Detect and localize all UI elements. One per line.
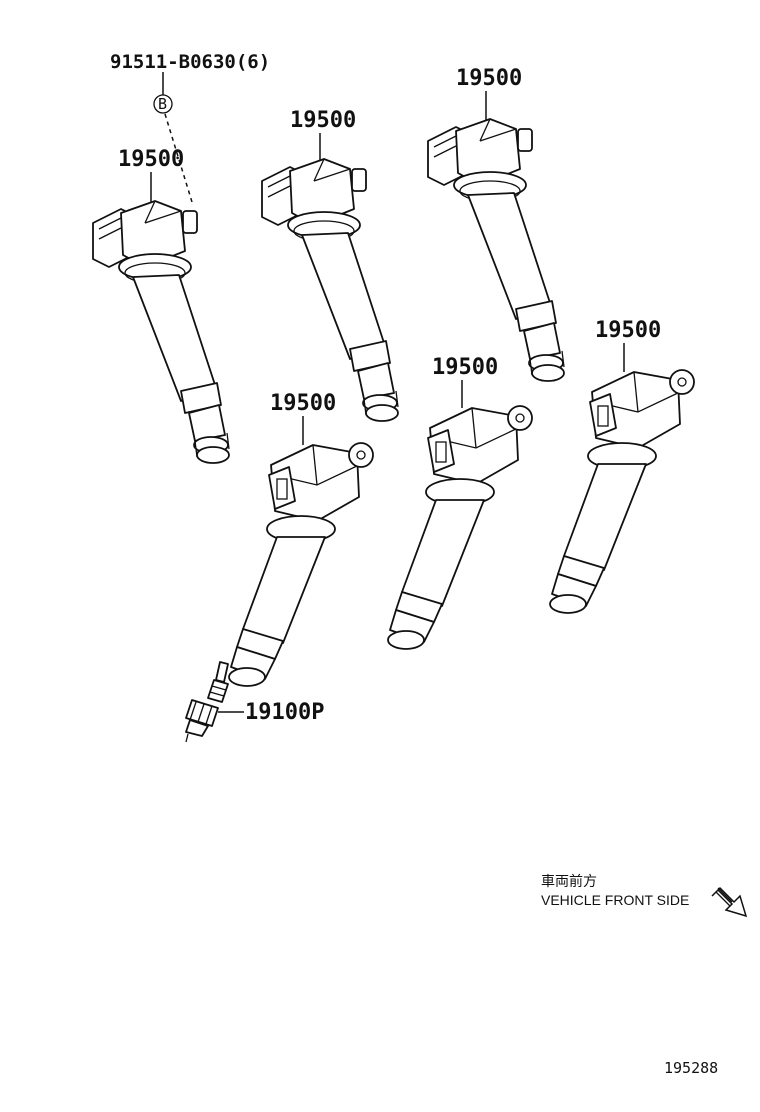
ignition-coil-bottom-right	[549, 369, 695, 614]
spark-plug-icon	[185, 661, 229, 743]
ignition-coil-bottom-left	[228, 442, 374, 687]
bolt-reference-marker	[153, 94, 173, 114]
coil-bottom-right-label: 19500	[595, 318, 661, 343]
coil-top-right-label: 19500	[456, 66, 522, 91]
coil-bottom-left-label: 19500	[270, 391, 336, 416]
figure-number: 195288	[664, 1059, 718, 1077]
bolt-reference-letter: B	[158, 95, 167, 113]
direction-japanese-label: 車両前方	[541, 873, 597, 889]
ignition-coil-top-left	[92, 200, 230, 464]
coil-bottom-mid-label: 19500	[432, 355, 498, 380]
direction-arrow-icon	[711, 886, 748, 918]
spark-plug-label: 19100P	[245, 700, 324, 725]
direction-english-label: VEHICLE FRONT SIDE	[541, 892, 689, 908]
coil-top-left-label: 19500	[118, 147, 184, 172]
bolt-part-number-label: 91511-B0630(6)	[110, 51, 270, 73]
ignition-coil-bottom-middle	[387, 405, 533, 650]
coil-top-mid-label: 19500	[290, 108, 356, 133]
ignition-coil-top-right	[427, 118, 565, 382]
ignition-coil-top-middle	[261, 158, 399, 422]
